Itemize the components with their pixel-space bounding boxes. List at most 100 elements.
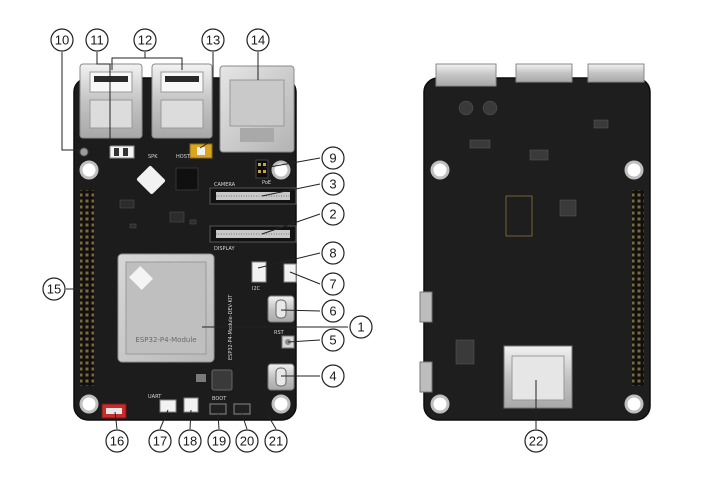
callout-circle <box>264 429 288 453</box>
callout-circle <box>349 315 373 339</box>
callout-number: 13 <box>206 33 220 48</box>
callout-19: 19 <box>207 429 231 453</box>
boot-button <box>209 403 227 415</box>
esp32-p4-module: ESP32-P4-Module <box>117 253 215 363</box>
callout-circle <box>321 172 345 196</box>
callout-12: 12 <box>133 28 157 52</box>
callout-number: 22 <box>529 434 543 449</box>
callout-number: 4 <box>329 369 336 384</box>
callout-9: 9 <box>321 146 345 170</box>
silk-rst: RST <box>274 330 285 336</box>
callout-number: 10 <box>55 33 69 48</box>
callout-10: 10 <box>50 28 74 52</box>
callout-14: 14 <box>246 28 270 52</box>
callout-circle <box>235 429 259 453</box>
camera-fpc-connector <box>209 187 297 205</box>
gpio-header-40pin <box>80 190 94 386</box>
i2c-connector-8 <box>251 261 267 283</box>
callout-21: 21 <box>264 429 288 453</box>
usb-port-right <box>151 63 213 139</box>
silk-uart: UART <box>148 394 162 400</box>
callout-4: 4 <box>321 364 345 388</box>
silk-spk: SPK <box>148 154 158 160</box>
uart-connector <box>159 399 177 413</box>
poe-header <box>255 159 269 179</box>
back-board <box>419 63 651 421</box>
callout-8: 8 <box>321 241 345 265</box>
callout-number: 21 <box>269 434 283 449</box>
callout-circle <box>321 328 345 352</box>
callout-number: 16 <box>110 434 124 449</box>
front-board: ESP32-P4-Module ESP32-P4-Module-DEV-KIT … <box>73 63 297 421</box>
callout-7: 7 <box>321 272 345 296</box>
callout-circle <box>321 299 345 323</box>
callout-circle <box>246 28 270 52</box>
back-usb-c-edge-2 <box>419 361 433 393</box>
callout-circle <box>50 28 74 52</box>
callout-6: 6 <box>321 299 345 323</box>
callout-circle <box>524 429 548 453</box>
power-connector <box>183 397 199 413</box>
back-usb-edge-1 <box>515 63 573 83</box>
callout-17: 17 <box>148 429 172 453</box>
waveshare-logo <box>136 165 166 195</box>
callout-number: 2 <box>329 207 336 222</box>
callout-circle <box>207 429 231 453</box>
callout-number: 9 <box>329 151 336 166</box>
callout-11: 11 <box>85 28 109 52</box>
back-gpio-pins <box>632 190 644 386</box>
callout-circle <box>42 277 66 301</box>
silk-poe: PoE <box>262 180 271 186</box>
speaker-connector <box>109 145 135 159</box>
callout-circle <box>321 146 345 170</box>
callout-circle <box>85 28 109 52</box>
silk-display: DISPLAY <box>214 246 235 252</box>
callout-3: 3 <box>321 172 345 196</box>
callout-number: 15 <box>47 282 61 297</box>
callout-circle <box>178 429 202 453</box>
silk-camera: CAMERA <box>214 182 236 188</box>
callout-circle <box>321 241 345 265</box>
callout-15: 15 <box>42 277 66 301</box>
callout-circle <box>201 28 225 52</box>
callout-1: 1 <box>349 315 373 339</box>
callout-number: 17 <box>153 434 167 449</box>
display-fpc-connector <box>209 225 297 243</box>
callout-18: 18 <box>178 429 202 453</box>
mic-component <box>79 147 89 157</box>
callout-number: 11 <box>90 33 104 48</box>
ethernet-chip <box>175 167 199 191</box>
callout-number: 12 <box>138 33 152 48</box>
callout-number: 8 <box>329 246 336 261</box>
callout-circle <box>321 202 345 226</box>
power-inductor <box>211 369 233 391</box>
back-rj45-edge <box>435 63 497 87</box>
callout-22: 22 <box>524 429 548 453</box>
usb-port-left <box>79 63 143 139</box>
callout-13: 13 <box>201 28 225 52</box>
callout-number: 7 <box>329 277 336 292</box>
rst-button <box>233 403 251 415</box>
back-usb-c-edge-1 <box>419 291 433 323</box>
back-usb-edge-2 <box>587 63 645 83</box>
callout-number: 19 <box>212 434 226 449</box>
callout-circle <box>148 429 172 453</box>
callout-circle <box>321 364 345 388</box>
callout-number: 18 <box>183 434 197 449</box>
callout-number: 3 <box>329 177 336 192</box>
callout-circle <box>321 272 345 296</box>
callout-circle <box>133 28 157 52</box>
back-mounting-holes <box>430 160 644 414</box>
callout-2: 2 <box>321 202 345 226</box>
callout-circle <box>105 429 129 453</box>
i2c-connector-7 <box>283 263 297 283</box>
silk-i2c: I2C <box>252 286 261 292</box>
callout-lines <box>61 52 537 430</box>
callout-number: 6 <box>329 304 336 319</box>
callout-number: 5 <box>329 333 336 348</box>
callout-16: 16 <box>105 429 129 453</box>
module-label: ESP32-P4-Module <box>135 336 196 344</box>
callout-5: 5 <box>321 328 345 352</box>
